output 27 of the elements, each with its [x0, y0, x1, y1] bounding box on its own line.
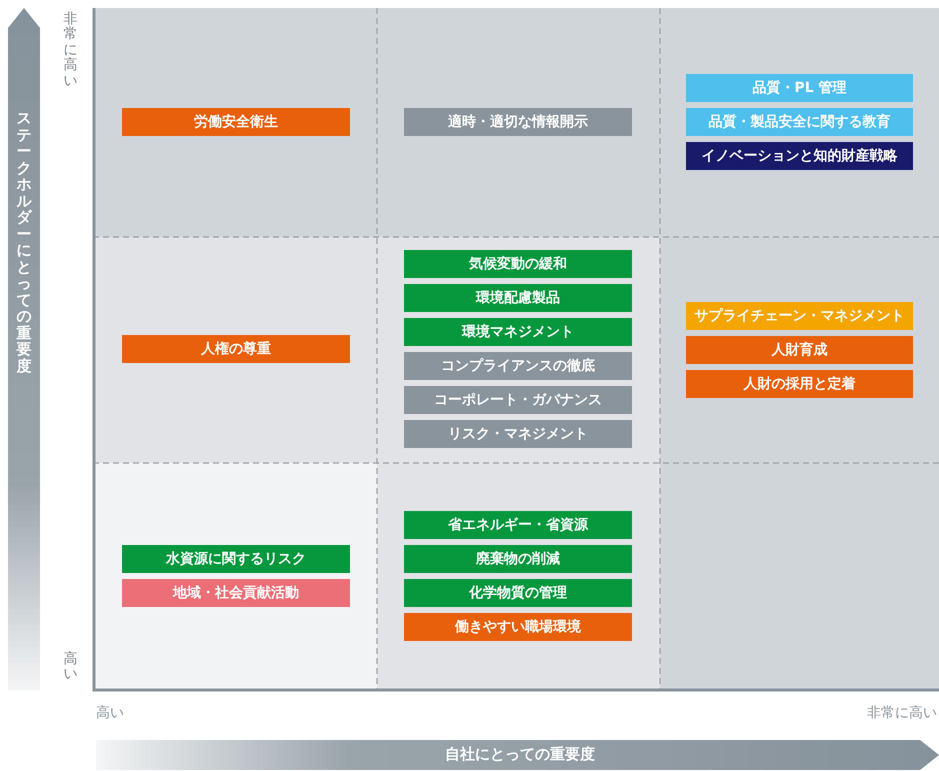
topic-bar: 人財の採用と定着 — [686, 370, 913, 398]
topic-bar: 水資源に関するリスク — [122, 545, 350, 573]
axis-end-label: 高い — [63, 652, 78, 683]
topic-bar: 環境配慮製品 — [404, 284, 632, 312]
topic-bar: 働きやすい職場環境 — [404, 613, 632, 641]
axis-title: 自社にとっての重要度 — [444, 745, 596, 764]
topic-bar: 化学物質の管理 — [404, 579, 632, 607]
topic-bar: 品質・PL 管理 — [686, 74, 913, 102]
axis-end-label: 非常に高い — [63, 12, 78, 89]
topic-bar: コンプライアンスの徹底 — [404, 352, 632, 380]
axis-title: ステークホルダーにとっての重要度 — [16, 110, 32, 374]
topic-bar: 適時・適切な情報開示 — [404, 108, 632, 136]
topic-bar: 地域・社会貢献活動 — [122, 579, 350, 607]
topic-bar: 人財育成 — [686, 336, 913, 364]
topic-bar: 省エネルギー・省資源 — [404, 511, 632, 539]
topic-bar: 環境マネジメント — [404, 318, 632, 346]
topic-bar: 気候変動の緩和 — [404, 250, 632, 278]
axis-end-label: 非常に高い — [867, 704, 937, 722]
topic-bar: サプライチェーン・マネジメント — [686, 302, 913, 330]
axis-end-label: 高い — [96, 704, 124, 722]
topic-bar: イノベーションと知的財産戦略 — [686, 142, 913, 170]
topic-bar: 労働安全衛生 — [122, 108, 350, 136]
topic-bar: 品質・製品安全に関する教育 — [686, 108, 913, 136]
topic-bar: 人権の尊重 — [122, 335, 350, 363]
topic-bar: コーポレート・ガバナンス — [404, 386, 632, 414]
topic-bar: リスク・マネジメント — [404, 420, 632, 448]
topic-bar: 廃棄物の削減 — [404, 545, 632, 573]
